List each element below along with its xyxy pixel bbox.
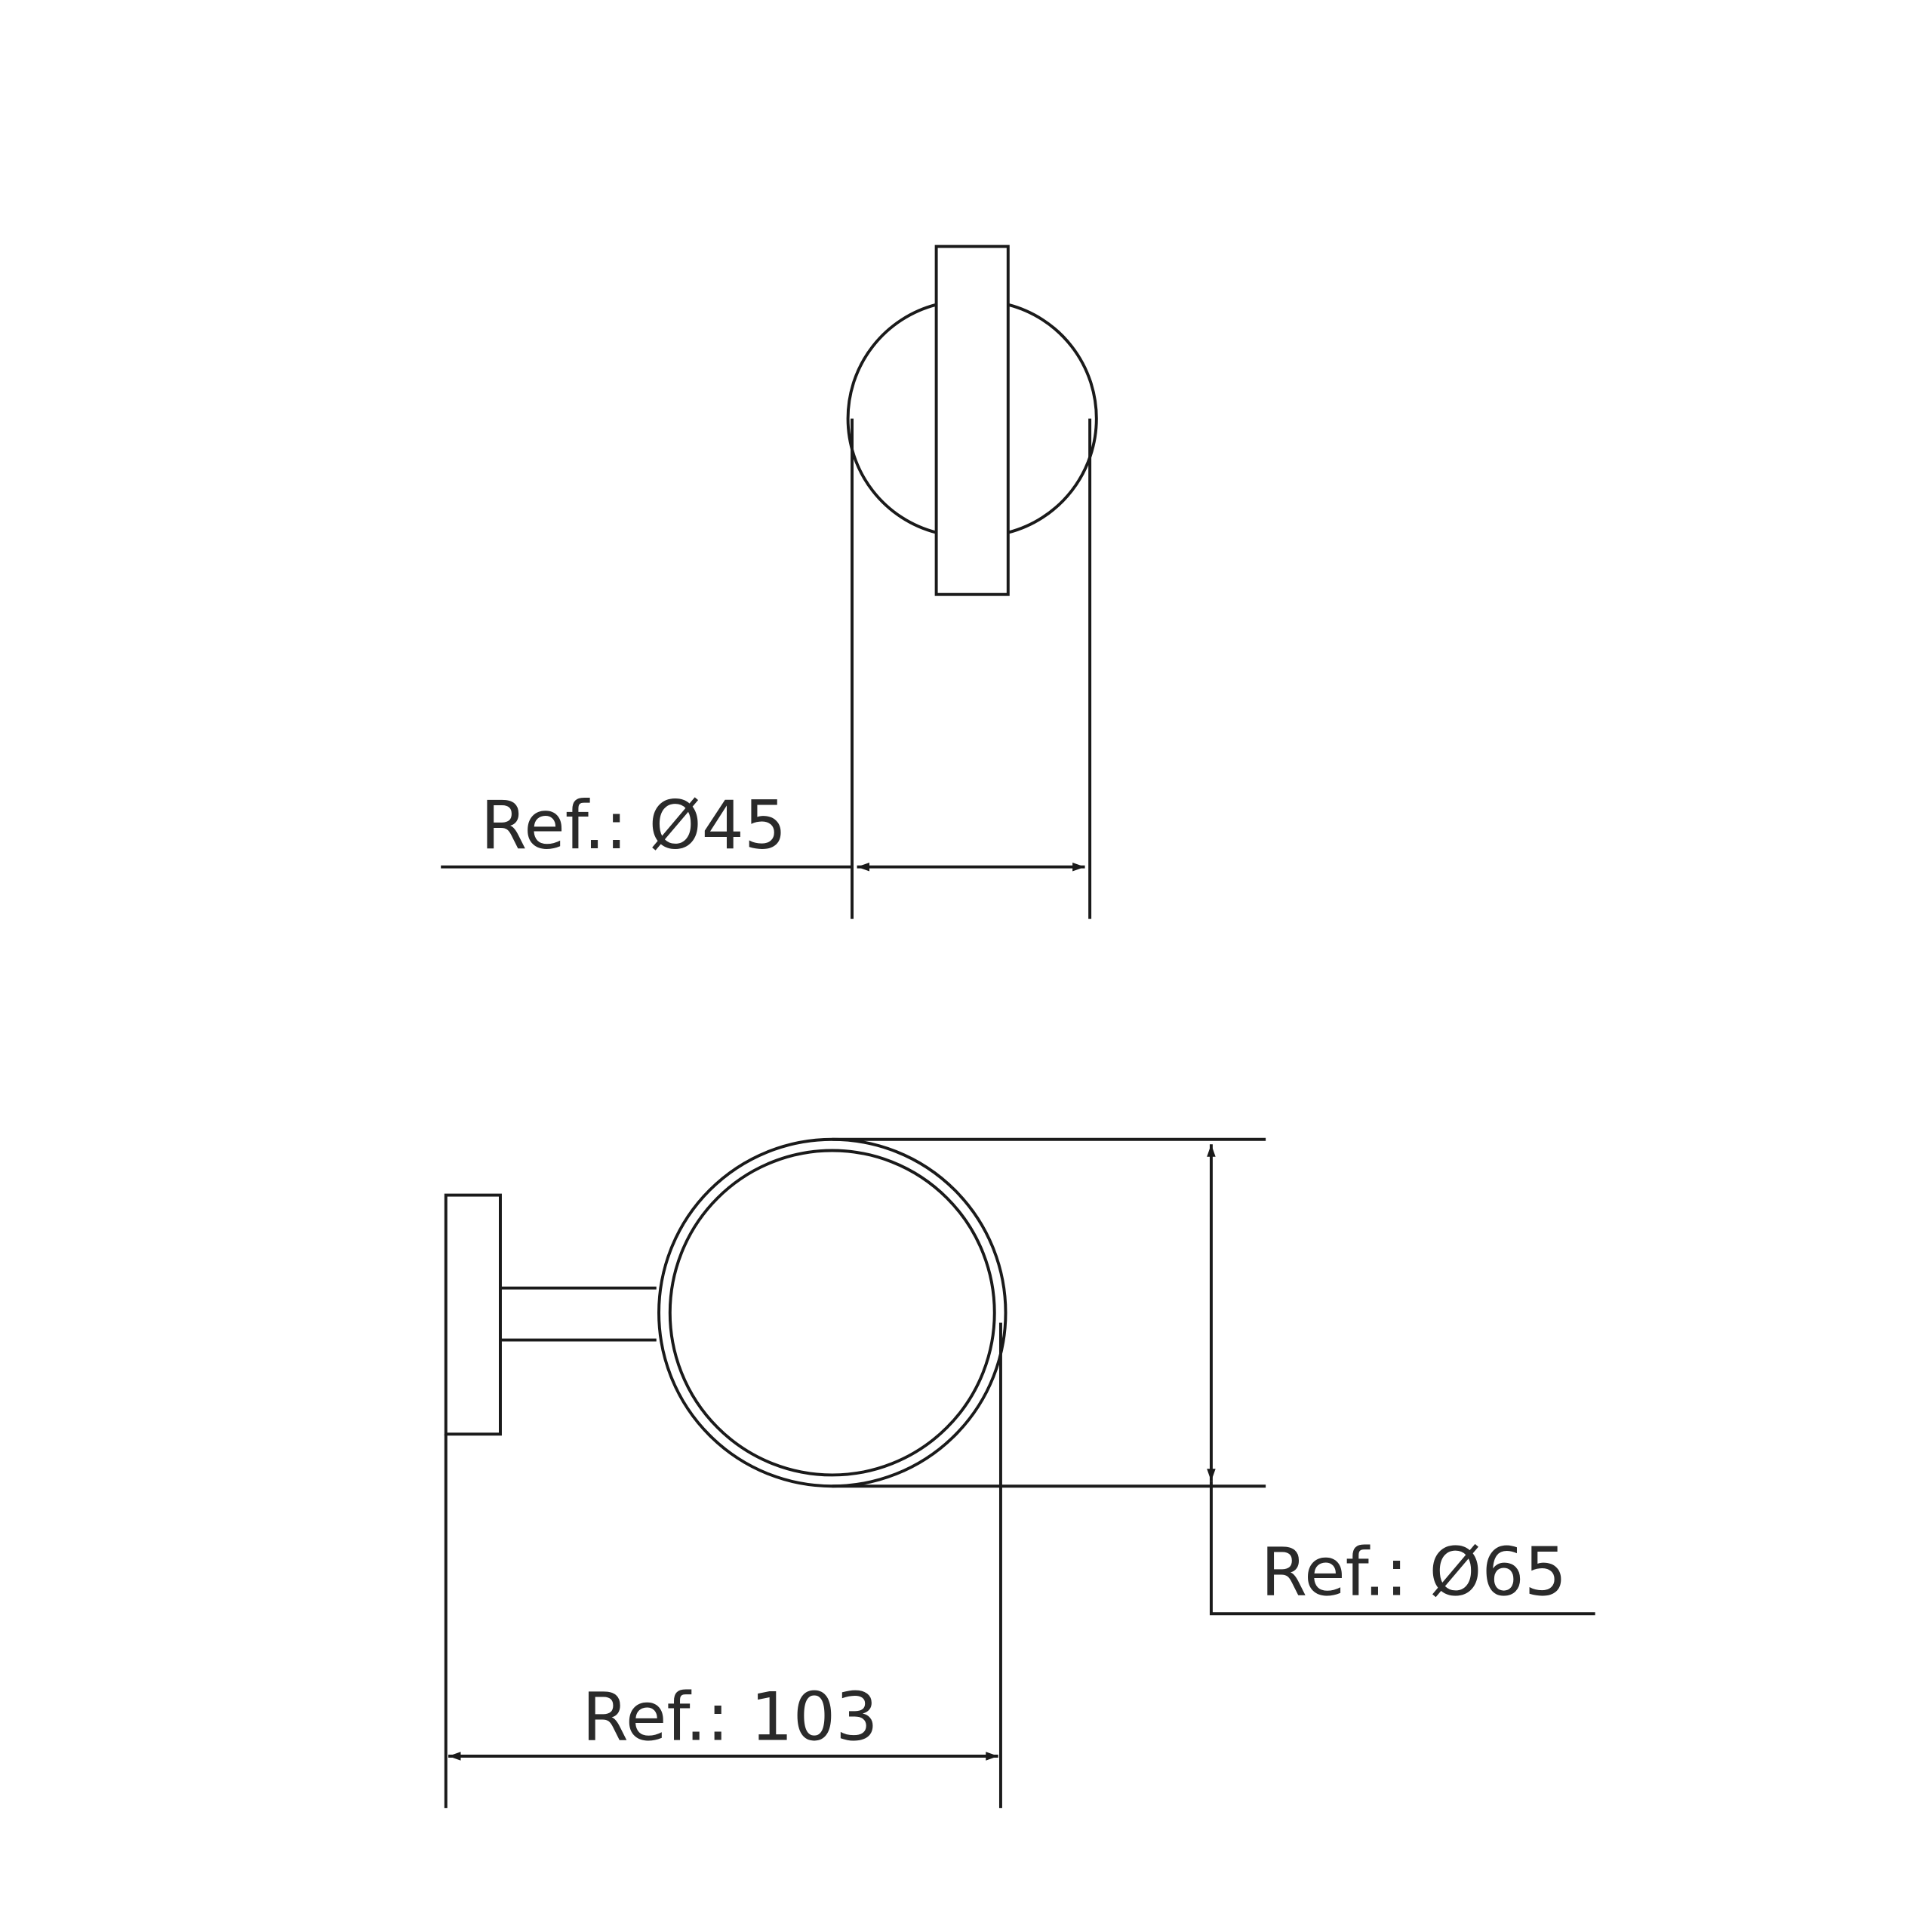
dimension-label-103: Ref.: 103 <box>582 1678 878 1756</box>
rosette-circle <box>846 303 1098 534</box>
arm-rect <box>934 245 1010 596</box>
top-view: Ref.: Ø45 <box>441 245 1098 919</box>
leader-line-65 <box>1209 1481 1595 1616</box>
wall-plate <box>444 1193 502 1436</box>
side-view: Ref.: Ø65 Ref.: 103 <box>444 1137 1595 1808</box>
dimension-label-45: Ref.: Ø45 <box>481 786 787 864</box>
ring-inner <box>668 1149 996 1477</box>
ring-outer <box>657 1137 1008 1488</box>
stem <box>500 1286 657 1342</box>
dimension-label-65: Ref.: Ø65 <box>1261 1534 1567 1611</box>
